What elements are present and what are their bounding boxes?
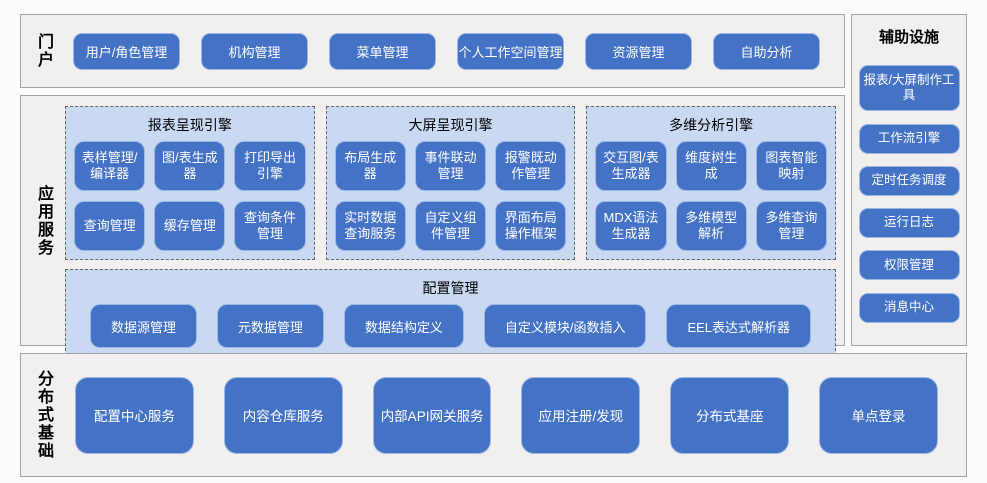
report-engine-title: 报表呈现引擎 (147, 117, 232, 133)
foundation-item-content-repository[interactable]: 内容仓库服务 (223, 376, 343, 454)
foundation-item-app-registration-discovery[interactable]: 应用注册/发现 (521, 376, 641, 454)
distributed-foundation-label: 分布式基础 (35, 370, 52, 460)
bigscreen-engine-item-realtime-query[interactable]: 实时数据查询服务 (334, 201, 406, 251)
config-mgmt-title: 配置管理 (422, 280, 479, 296)
olap-engine-item-mdx-generator[interactable]: MDX语法生成器 (595, 201, 667, 251)
aux-item-run-logs[interactable]: 运行日志 (858, 208, 960, 239)
bigscreen-engine-title: 大屏呈现引擎 (408, 117, 493, 133)
config-item-datasource-mgmt[interactable]: 数据源管理 (89, 304, 197, 348)
report-engine-panel: 报表呈现引擎 表样管理/编译器 图/表生成器 打印导出引擎 查询管理 缓存管理 … (65, 106, 315, 260)
config-item-custom-module-function[interactable]: 自定义模块/函数插入 (483, 304, 647, 348)
portal-item-workspace-mgmt[interactable]: 个人工作空间管理 (457, 32, 564, 70)
report-engine-item-cache-mgmt[interactable]: 缓存管理 (154, 201, 226, 251)
bigscreen-engine-item-layout-generator[interactable]: 布局生成器 (334, 141, 406, 191)
olap-engine-item-smart-chart-mapping[interactable]: 图表智能映射 (755, 141, 828, 191)
aux-item-scheduled-tasks[interactable]: 定时任务调度 (858, 165, 960, 196)
report-engine-item-template-mgmt[interactable]: 表样管理/编译器 (74, 141, 146, 191)
portal-item-org-mgmt[interactable]: 机构管理 (201, 32, 308, 70)
report-engine-item-query-condition-mgmt[interactable]: 查询条件管理 (234, 201, 306, 251)
olap-engine-item-dimension-tree[interactable]: 维度树生成 (675, 141, 747, 191)
bigscreen-engine-panel: 大屏呈现引擎 布局生成器 事件联动管理 报警既动作管理 实时数据查询服务 自定义… (325, 106, 576, 260)
config-item-data-structure-definition[interactable]: 数据结构定义 (343, 304, 464, 348)
portal-section-label: 门户 (35, 33, 52, 69)
portal-button-row: 用户/角色管理 机构管理 菜单管理 个人工作空间管理 资源管理 自助分析 (59, 15, 844, 87)
config-item-metadata-mgmt[interactable]: 元数据管理 (216, 304, 324, 348)
bigscreen-engine-item-custom-component[interactable]: 自定义组件管理 (414, 201, 487, 251)
report-engine-grid: 表样管理/编译器 图/表生成器 打印导出引擎 查询管理 缓存管理 查询条件管理 (74, 141, 306, 251)
bigscreen-engine-item-alarm-action-mgmt[interactable]: 报警既动作管理 (495, 141, 567, 191)
app-services-section-label: 应用服务 (35, 184, 52, 257)
aux-item-permission-mgmt[interactable]: 权限管理 (858, 250, 960, 281)
aux-item-message-center[interactable]: 消息中心 (858, 292, 960, 323)
config-item-eel-expression-parser[interactable]: EEL表达式解析器 (666, 304, 812, 348)
foundation-item-internal-api-gateway[interactable]: 内部API网关服务 (372, 376, 492, 454)
bigscreen-engine-item-ui-layout-framework[interactable]: 界面布局操作框架 (495, 201, 567, 251)
report-engine-item-print-export[interactable]: 打印导出引擎 (234, 141, 306, 191)
aux-item-workflow-engine[interactable]: 工作流引擎 (858, 123, 960, 154)
olap-engine-panel: 多维分析引擎 交互图/表生成器 维度树生成 图表智能映射 MDX语法生成器 多维… (586, 106, 837, 260)
olap-engine-item-multidim-query-mgmt[interactable]: 多维查询管理 (755, 201, 828, 251)
portal-item-resource-mgmt[interactable]: 资源管理 (585, 32, 692, 70)
config-mgmt-panel: 配置管理 数据源管理 元数据管理 数据结构定义 自定义模块/函数插入 EEL表达… (65, 269, 836, 356)
aux-item-report-bigscreen-tools[interactable]: 报表/大屏制作工具 (858, 65, 960, 112)
bigscreen-engine-grid: 布局生成器 事件联动管理 报警既动作管理 实时数据查询服务 自定义组件管理 界面… (334, 141, 567, 251)
report-engine-item-query-mgmt[interactable]: 查询管理 (74, 201, 146, 251)
aux-facilities-title: 辅助设施 (878, 29, 939, 46)
olap-engine-item-model-parsing[interactable]: 多维模型解析 (675, 201, 747, 251)
aux-facilities-list: 报表/大屏制作工具 工作流引擎 定时任务调度 运行日志 权限管理 消息中心 (852, 53, 966, 345)
olap-engine-title: 多维分析引擎 (669, 117, 754, 133)
distributed-foundation-section: 分布式基础 配置中心服务 内容仓库服务 内部API网关服务 应用注册/发现 分布… (20, 353, 967, 477)
distributed-foundation-row: 配置中心服务 内容仓库服务 内部API网关服务 应用注册/发现 分布式基座 单点… (59, 354, 966, 476)
bigscreen-engine-item-event-linkage[interactable]: 事件联动管理 (414, 141, 487, 191)
foundation-item-distributed-base[interactable]: 分布式基座 (670, 376, 790, 454)
report-engine-item-chart-generator[interactable]: 图/表生成器 (154, 141, 226, 191)
olap-engine-grid: 交互图/表生成器 维度树生成 图表智能映射 MDX语法生成器 多维模型解析 多维… (595, 141, 828, 251)
aux-facilities-section: 辅助设施 报表/大屏制作工具 工作流引擎 定时任务调度 运行日志 权限管理 消息… (851, 14, 967, 346)
foundation-item-config-center[interactable]: 配置中心服务 (75, 376, 194, 454)
app-services-content: 报表呈现引擎 表样管理/编译器 图/表生成器 打印导出引擎 查询管理 缓存管理 … (59, 96, 844, 356)
engine-panels-row: 报表呈现引擎 表样管理/编译器 图/表生成器 打印导出引擎 查询管理 缓存管理 … (65, 106, 837, 260)
foundation-item-single-sign-on[interactable]: 单点登录 (819, 376, 938, 454)
app-services-section: 应用服务 报表呈现引擎 表样管理/编译器 图/表生成器 打印导出引擎 查询管理 … (20, 95, 845, 356)
portal-section: 门户 用户/角色管理 机构管理 菜单管理 个人工作空间管理 资源管理 自助分析 (20, 14, 845, 88)
portal-item-user-role-mgmt[interactable]: 用户/角色管理 (73, 32, 180, 70)
olap-engine-item-interactive-chart-generator[interactable]: 交互图/表生成器 (595, 141, 667, 191)
portal-item-menu-mgmt[interactable]: 菜单管理 (329, 32, 436, 70)
portal-item-self-analysis[interactable]: 自助分析 (713, 32, 820, 70)
config-mgmt-row: 数据源管理 元数据管理 数据结构定义 自定义模块/函数插入 EEL表达式解析器 (74, 304, 827, 348)
